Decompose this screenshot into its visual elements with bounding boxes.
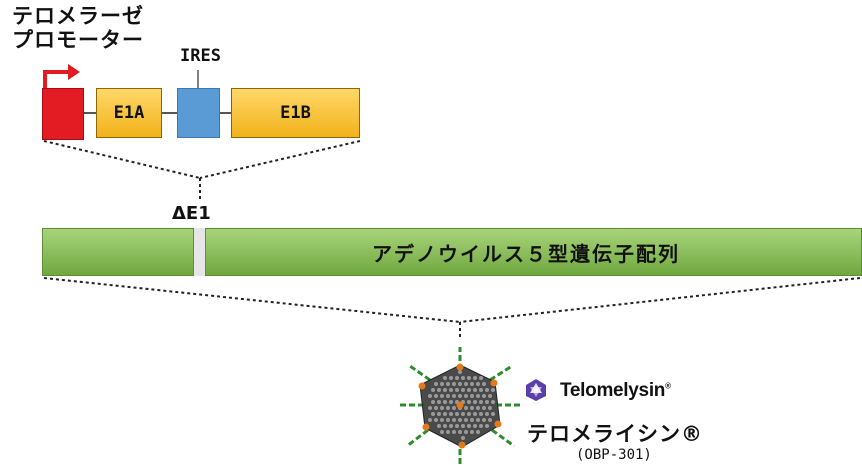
ires-box (177, 88, 220, 138)
zoom-line-left (43, 140, 201, 179)
zoom-line-right (199, 140, 361, 179)
telomelysin-brand-text: Telomelysin (560, 380, 666, 401)
promoter-box (42, 88, 84, 140)
genome-line-right (459, 277, 861, 323)
e1-deletion-gap (193, 228, 206, 276)
brand-mark: ® (665, 381, 671, 391)
promoter-label: テロメラーゼ プロモーター (12, 4, 144, 52)
delta-e1-label: ΔE1 (172, 203, 211, 224)
telomelysin-brand: Telomelysin® (560, 380, 671, 402)
promoter-label-line2: プロモーター (12, 28, 144, 52)
transcription-start-arrow-icon (43, 64, 80, 88)
adenovirus-particle-icon (400, 347, 520, 465)
ires-label: IRES (180, 46, 221, 66)
genome-line-left (43, 277, 461, 323)
adenovirus-genome-bar (42, 228, 862, 276)
e1b-box: E1B (231, 88, 360, 138)
product-code: (OBP-301) (576, 447, 652, 463)
promoter-label-line1: テロメラーゼ (12, 4, 144, 28)
genome-label: アデノウイルス５型遺伝子配列 (372, 242, 680, 266)
telomelysin-logo-icon (526, 379, 546, 401)
e1b-label: E1B (280, 103, 311, 123)
e1a-label: E1A (113, 103, 145, 123)
e1a-box: E1A (96, 88, 162, 138)
product-name-jp: テロメライシン® (527, 422, 703, 446)
